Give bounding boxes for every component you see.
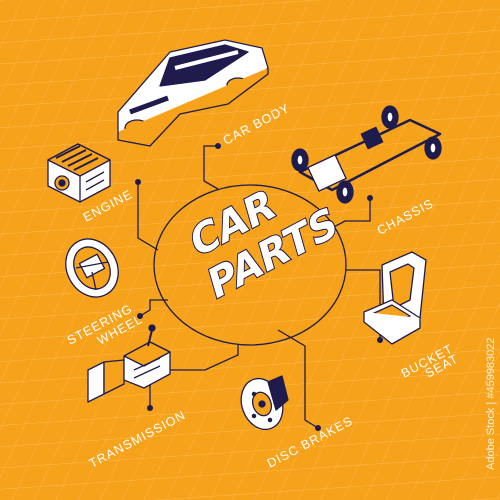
connector-disc-brakes bbox=[277, 329, 319, 429]
engine-icon bbox=[47, 143, 111, 203]
connector-car-body bbox=[203, 145, 219, 190]
car-body-icon bbox=[117, 39, 269, 147]
bucket-seat-icon bbox=[363, 251, 427, 345]
center-circle bbox=[153, 184, 347, 346]
chassis-icon bbox=[291, 105, 442, 204]
transmission-icon bbox=[87, 324, 171, 403]
connector-engine bbox=[137, 182, 159, 251]
connector-chassis bbox=[329, 198, 371, 230]
connector-steering bbox=[139, 299, 168, 317]
steering-wheel-icon bbox=[65, 238, 119, 298]
watermark-stock-id: Adobe Stock | #459983022 bbox=[485, 337, 497, 470]
disc-brake-icon bbox=[240, 375, 289, 431]
